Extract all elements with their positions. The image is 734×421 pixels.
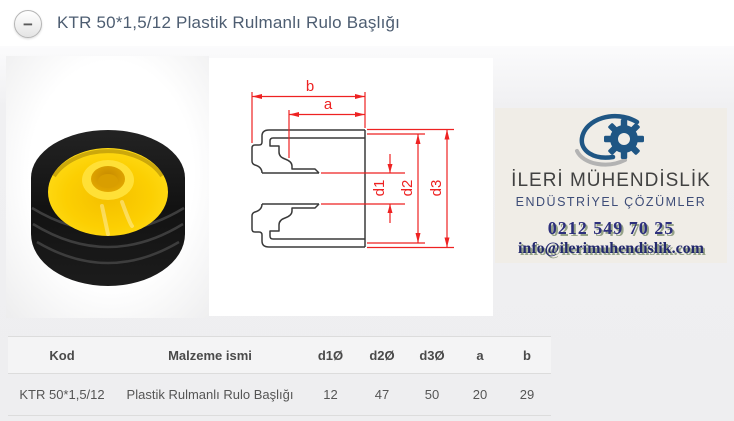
roller-photo-graphic: [31, 130, 185, 286]
page-title: KTR 50*1,5/12 Plastik Rulmanlı Rulo Başl…: [57, 13, 401, 32]
collapse-button[interactable]: −: [14, 10, 42, 38]
col-header-d1: d1Ø: [304, 336, 357, 374]
company-phone: 0212 549 70 25: [547, 217, 675, 238]
cell-d3: 50: [407, 373, 457, 416]
dimension-lines: [251, 92, 454, 249]
table-row: KTR 50*1,5/12 Plastik Rulmanlı Rulo Başl…: [8, 373, 551, 416]
dim-label-a: a: [324, 96, 333, 113]
accordion-header: − KTR 50*1,5/12 Plastik Rulmanlı Rulo Ba…: [0, 0, 734, 46]
spec-table-header: Kod Malzeme ismi d1Ø d2Ø d3Ø a b: [8, 336, 551, 374]
col-header-d3: d3Ø: [407, 336, 457, 374]
content-area: b a d1 d2 d3: [0, 46, 734, 421]
company-email: info@ilerimuhendislik.com: [517, 239, 704, 257]
col-header-b: b: [503, 336, 551, 374]
col-header-kod: Kod: [8, 336, 116, 374]
col-header-a: a: [457, 336, 503, 374]
cell-malzeme: Plastik Rulmanlı Rulo Başlığı: [116, 373, 304, 416]
dimension-arrows: [252, 94, 450, 248]
dim-label-d2: d2: [399, 180, 416, 197]
company-logo-box: İLERİ MÜHENDİSLİK ENDÜSTRİYEL ÇÖZÜMLER 0…: [495, 108, 727, 263]
col-header-d2: d2Ø: [357, 336, 407, 374]
cell-b: 29: [503, 373, 551, 416]
product-photo: [6, 56, 209, 318]
dim-label-d1: d1: [371, 180, 388, 197]
cell-a: 20: [457, 373, 503, 416]
technical-drawing: b a d1 d2 d3: [251, 78, 454, 249]
gear-logo-icon: [575, 113, 644, 167]
cell-d2: 47: [357, 373, 407, 416]
company-name: İLERİ MÜHENDİSLİK: [511, 170, 711, 191]
dim-label-d3: d3: [428, 180, 445, 197]
cell-kod: KTR 50*1,5/12: [8, 373, 116, 416]
cell-d1: 12: [304, 373, 357, 416]
col-header-malzeme: Malzeme ismi: [116, 336, 304, 374]
dim-label-b: b: [306, 78, 314, 95]
minus-icon: −: [23, 14, 33, 34]
technical-drawing-panel: b a d1 d2 d3: [209, 58, 493, 316]
company-tagline: ENDÜSTRİYEL ÇÖZÜMLER: [515, 194, 707, 209]
part-outline: [251, 129, 366, 248]
dimension-labels: b a d1 d2 d3: [306, 78, 445, 196]
spec-table: Kod Malzeme ismi d1Ø d2Ø d3Ø a b KTR 50*…: [8, 336, 551, 416]
gear-wheel: [604, 119, 644, 159]
